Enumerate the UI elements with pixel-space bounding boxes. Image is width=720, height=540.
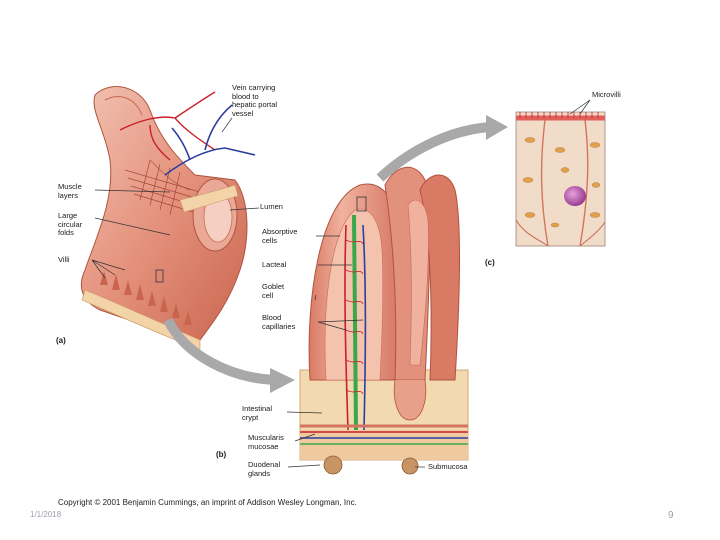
villus-section: [299, 166, 469, 475]
label-lumen: Lumen: [260, 202, 283, 211]
page-number: 9: [668, 510, 674, 521]
arrow-to-panel-b: [163, 317, 295, 393]
arrow-to-panel-c: [376, 115, 508, 182]
label-muscularis-mucosae: Muscularis mucosae: [248, 433, 284, 451]
panel-label-b: (b): [216, 450, 227, 459]
label-intestinal-crypt: Intestinal crypt: [242, 404, 273, 422]
intestine-tube: [80, 86, 256, 351]
label-blood-capillaries: Blood capillaries: [262, 313, 296, 331]
label-duodenal-glands: Duodenal glands: [248, 460, 281, 478]
label-muscle-layers: Muscle layers: [58, 182, 82, 200]
copyright-text: Copyright © 2001 Benjamin Cummings, an i…: [58, 498, 357, 507]
leader-lines: [91, 99, 591, 468]
label-villi: Villi: [58, 255, 70, 264]
label-submucosa: Submucosa: [428, 462, 468, 471]
label-absorptive-cells: Absorptive cells: [262, 227, 298, 245]
microvilli-cells: [515, 111, 606, 247]
label-lacteal: Lacteal: [262, 260, 287, 269]
panel-label-a: (a): [56, 336, 66, 345]
label-goblet-cell: Goblet cell: [262, 282, 285, 300]
label-microvilli: Microvilli: [592, 90, 621, 99]
label-vein: Vein carrying blood to hepatic portal ve…: [232, 83, 278, 118]
panel-label-c: (c): [485, 258, 495, 267]
footer-date: 1/1/2018: [30, 510, 62, 519]
label-circular-folds: Large circular folds: [58, 211, 83, 237]
